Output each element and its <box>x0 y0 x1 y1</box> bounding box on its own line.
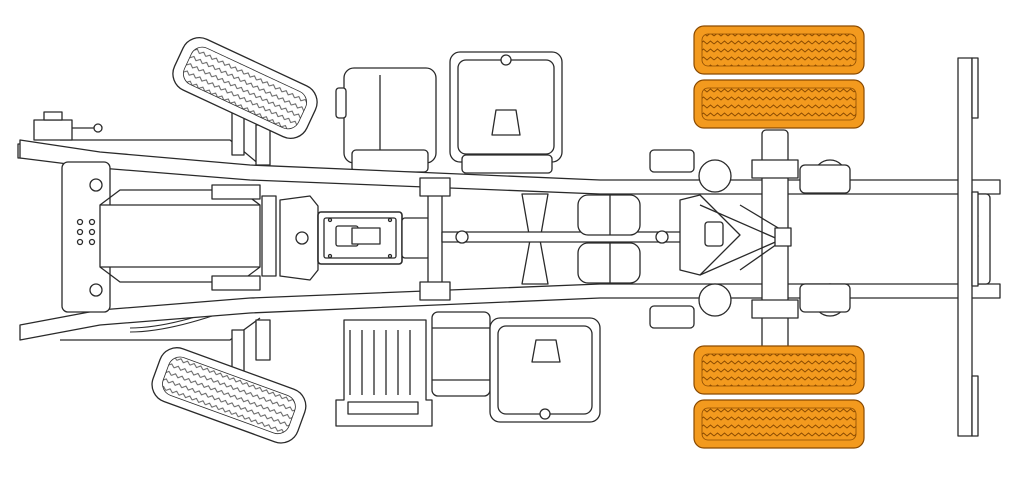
front-left-tire <box>172 37 318 139</box>
engine-bellhousing <box>279 195 319 281</box>
front-right-tire <box>151 347 307 444</box>
rear-tire-upper-outer <box>693 25 865 75</box>
fifth-wheel-plate <box>957 57 979 437</box>
rear-tire-upper-inner <box>693 79 865 129</box>
fuel-tank <box>449 51 563 174</box>
rear-axle <box>649 129 851 351</box>
battery-box <box>335 67 437 173</box>
air-tank <box>431 311 491 397</box>
rear-tire-lower-outer <box>693 399 865 449</box>
fuel-tank-lower <box>489 317 601 423</box>
front-crossmember <box>61 161 111 313</box>
radiator <box>99 184 277 291</box>
drive-shaft <box>441 230 683 244</box>
air-cylinders <box>577 194 641 284</box>
crossmember-mid-1 <box>419 177 451 301</box>
rear-tire-lower-inner <box>693 345 865 395</box>
frame-rails <box>19 139 1001 341</box>
transmission <box>317 211 431 265</box>
battery-box-lower <box>335 319 433 427</box>
